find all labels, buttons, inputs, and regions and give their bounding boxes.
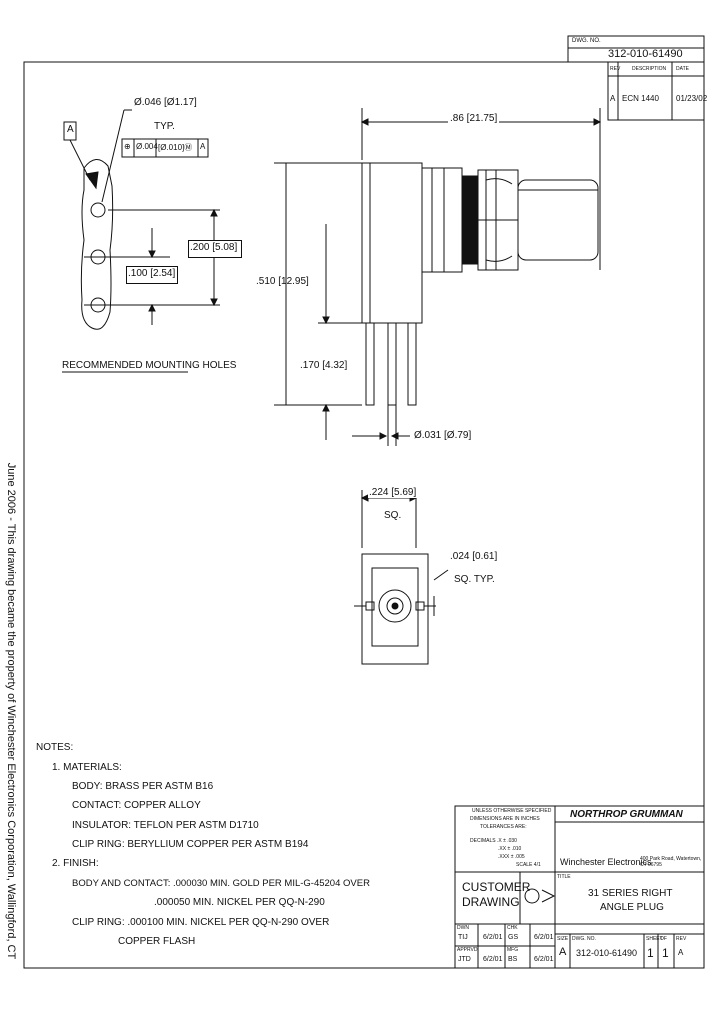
mfg-label: MFG xyxy=(507,947,519,953)
tb-tol-1: UNLESS OTHERWISE SPECIFIED xyxy=(472,808,552,814)
rev-label: REV xyxy=(676,936,687,942)
doc-number-label: DWG. NO. xyxy=(572,38,601,44)
company-logo: NORTHROP GRUMMAN xyxy=(570,809,683,820)
dwn-by: TIJ xyxy=(458,934,468,941)
tolerance-frame xyxy=(121,138,209,158)
company-address: 400 Park Road, Watertown, CT 06795 xyxy=(640,856,702,868)
notes-finish-body-2: .000050 MIN. NICKEL PER QQ-N-290 xyxy=(154,897,325,908)
rev-letter: A xyxy=(610,94,616,103)
pcb-outline xyxy=(80,159,114,330)
of-value: 1 xyxy=(662,946,669,960)
title-block xyxy=(454,805,705,969)
tol-value-metric: [Ø.010]Ⓜ xyxy=(158,143,193,152)
dim-024: .024 [0.61] xyxy=(450,551,498,562)
tb-tol-2: DIMENSIONS ARE IN INCHES xyxy=(470,816,540,822)
revision-block xyxy=(607,61,705,121)
mounting-holes-caption: RECOMMENDED MOUNTING HOLES xyxy=(62,360,237,371)
dwn-label: DWN xyxy=(457,925,469,931)
knurled-ring xyxy=(461,175,479,265)
bottom-view-contact xyxy=(386,597,404,615)
plug-barrel xyxy=(517,179,599,261)
mfg-by: BS xyxy=(508,956,518,963)
apprv-by: JTD xyxy=(458,956,471,963)
notes-item-2: 2. FINISH: xyxy=(52,858,99,869)
notes-body-material: BODY: BRASS PER ASTM B16 xyxy=(72,781,214,792)
hole-diameter: Ø.046 [Ø1.17] xyxy=(134,97,197,108)
rev-value: A xyxy=(678,948,684,957)
dim-200: .200 [5.08] xyxy=(190,242,238,253)
bottom-view-pad-left xyxy=(365,601,375,611)
title-line-1: 31 SERIES RIGHT xyxy=(588,888,673,899)
notes-clip-ring-material: CLIP RING: BERYLLIUM COPPER PER ASTM B19… xyxy=(72,839,309,850)
dim-510: .510 [12.95] xyxy=(256,276,309,287)
coupling-ring xyxy=(421,167,463,273)
customer-drawing: CUSTOMER DRAWING xyxy=(462,880,531,909)
bottom-view-body xyxy=(361,553,429,665)
tb-scale: SCALE 4/1 xyxy=(516,862,541,868)
rev-description: ECN 1440 xyxy=(622,94,659,103)
bottom-view-outer-ring xyxy=(378,589,412,623)
drawing-border xyxy=(23,61,705,969)
ownership-note: June 2006 - This drawing became the prop… xyxy=(5,462,17,960)
dim-86: .86 [21.75] xyxy=(448,113,500,124)
notes-finish-clip: CLIP RING: .000100 MIN. NICKEL PER QQ-N-… xyxy=(72,917,330,928)
third-angle-symbol xyxy=(524,888,540,904)
dim-170: .170 [4.32] xyxy=(300,360,348,371)
dim-224-sq: SQ. xyxy=(384,510,402,521)
tb-tol-6: .XXX ± .005 xyxy=(498,854,525,860)
notes-contact-material: CONTACT: COPPER ALLOY xyxy=(72,800,201,811)
tb-tol-4: DECIMALS .X ± .030 xyxy=(470,838,517,844)
rev-date-header: DATE xyxy=(676,66,689,72)
sheet-label: SHEET xyxy=(646,936,663,942)
pin-leg-1 xyxy=(365,322,375,406)
dim-100: .100 [2.54] xyxy=(128,268,176,279)
company-division: Winchester Electronics xyxy=(560,857,652,867)
size-value: A xyxy=(559,946,567,958)
dwn-date: 6/2/01 xyxy=(483,934,503,941)
apprv-label: APPRVD xyxy=(457,947,478,953)
notes-item-1: 1. MATERIALS: xyxy=(52,762,122,773)
rev-header: REV xyxy=(610,66,621,72)
tol-symbol: ⊕ xyxy=(124,142,131,151)
mfg-date: 6/2/01 xyxy=(534,956,554,963)
notes-finish-body: BODY AND CONTACT: .000030 MIN. GOLD PER … xyxy=(72,878,370,889)
dwg-no: 312-010-61490 xyxy=(576,948,638,958)
size-label: SIZE xyxy=(557,936,569,942)
bottom-view-inner xyxy=(371,567,419,647)
hole-typ: TYP. xyxy=(154,121,175,132)
dim-100-box xyxy=(126,266,178,284)
connector-body xyxy=(361,162,423,324)
title-label: TITLE xyxy=(557,874,571,880)
tol-datum: A xyxy=(200,142,206,151)
dwg-no-label: DWG. NO. xyxy=(572,936,596,942)
chk-label: CHK xyxy=(507,925,518,931)
tol-value: Ø.004 xyxy=(136,142,158,151)
chk-date: 6/2/01 xyxy=(534,934,554,941)
rev-description-header: DESCRIPTION xyxy=(632,66,667,72)
bottom-view-pad-right xyxy=(415,601,425,611)
tb-tol-5: .XX ± .010 xyxy=(498,846,522,852)
pin-leg-3 xyxy=(407,322,417,406)
notes-finish-clip-2: COPPER FLASH xyxy=(118,936,196,947)
notes-title: NOTES: xyxy=(36,742,74,753)
title-line-2: ANGLE PLUG xyxy=(600,902,664,913)
apprv-date: 6/2/01 xyxy=(483,956,503,963)
dim-224: .224 [5.69] xyxy=(368,487,418,498)
tb-tol-3: TOLERANCES ARE: xyxy=(480,824,527,830)
doc-number: 312-010-61490 xyxy=(608,48,683,60)
rev-date: 01/23/02 xyxy=(676,94,708,103)
datum-a-label: A xyxy=(67,124,74,135)
dim-031: Ø.031 [Ø.79] xyxy=(414,430,472,441)
mounting-hole-1 xyxy=(90,202,106,218)
chk-by: GS xyxy=(508,934,519,941)
dim-024-sq-typ: SQ. TYP. xyxy=(454,574,495,585)
dim-200-box xyxy=(188,240,242,258)
notes-insulator-material: INSULATOR: TEFLON PER ASTM D1710 xyxy=(72,820,259,831)
of-label: OF xyxy=(660,936,667,942)
sheet-value: 1 xyxy=(647,946,654,960)
pin-leg-2 xyxy=(387,322,397,406)
